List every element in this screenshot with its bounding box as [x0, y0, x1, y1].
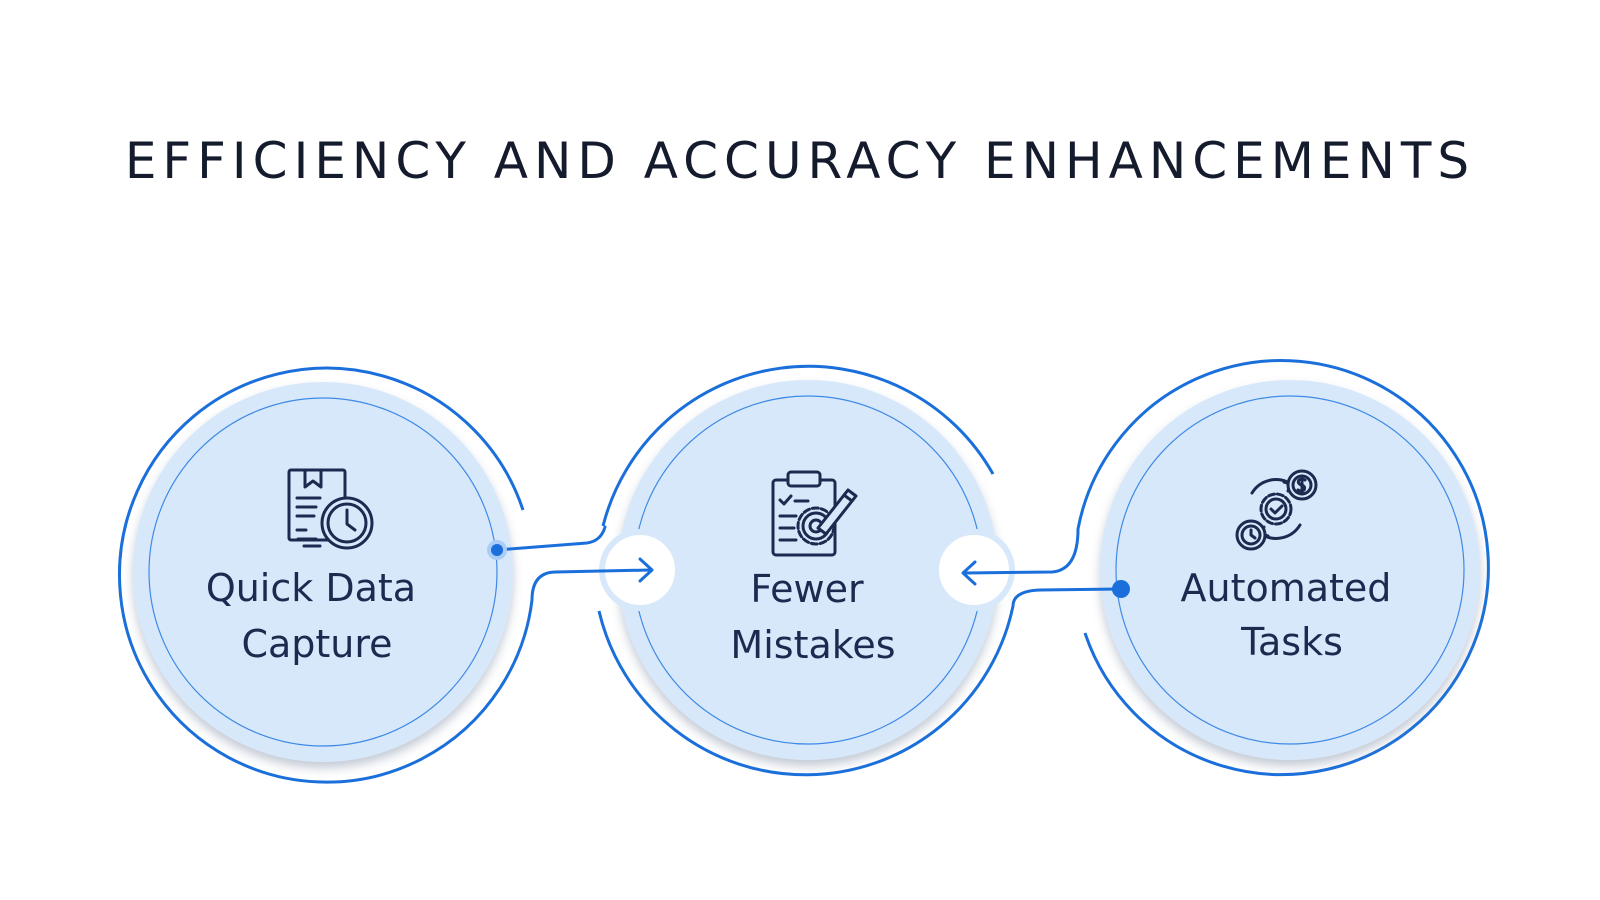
notch-right — [933, 529, 1015, 611]
outer-ring-right — [1076, 359, 1490, 776]
arrowhead-left-icon — [638, 557, 654, 583]
outer-ring-middle-bottom — [597, 605, 1015, 777]
node-label-middle-line1: Fewer — [750, 567, 864, 611]
document-clock-icon — [287, 468, 374, 550]
arrowhead-right-icon — [961, 560, 977, 586]
node-quick-data-capture: Quick Data Capture — [118, 366, 534, 784]
connector-dot-left-core — [491, 544, 503, 556]
node-automated-tasks: Automated Tasks — [1076, 359, 1490, 776]
node-disc-middle — [618, 380, 998, 760]
connector-left-to-middle — [487, 525, 654, 602]
node-inner-ring-left — [148, 397, 498, 747]
outer-ring-left — [118, 366, 534, 784]
clipboard-gear-pencil-icon — [771, 470, 858, 557]
node-label-left-line1: Quick Data — [206, 566, 416, 610]
outer-ring-middle-top — [601, 364, 995, 527]
diagram-title: EFFICIENCY AND ACCURACY ENHANCEMENTS — [124, 132, 1476, 190]
node-label-right-line1: Automated — [1180, 566, 1391, 610]
node-label-middle: Fewer Mistakes — [730, 567, 895, 667]
node-label-left: Quick Data Capture — [206, 566, 428, 666]
connector-feed-right — [963, 527, 1080, 575]
node-disc-left — [133, 382, 513, 762]
connector-feed-left — [530, 568, 652, 602]
node-label-right: Automated Tasks — [1180, 566, 1403, 664]
node-label-right-line2: Tasks — [1240, 620, 1343, 664]
node-label-middle-line2: Mistakes — [730, 623, 895, 667]
connector-dot-right — [1112, 580, 1130, 598]
connector-right-to-middle — [961, 527, 1130, 608]
node-fewer-mistakes: Fewer Mistakes — [597, 364, 1015, 777]
node-inner-ring-right — [1115, 395, 1465, 745]
connector-line-right — [1011, 587, 1122, 608]
node-disc-right — [1100, 380, 1480, 760]
gear-cycle-dollar-clock-icon — [1235, 469, 1318, 551]
connector-line-left — [495, 525, 607, 552]
node-label-left-line2: Capture — [241, 622, 392, 666]
